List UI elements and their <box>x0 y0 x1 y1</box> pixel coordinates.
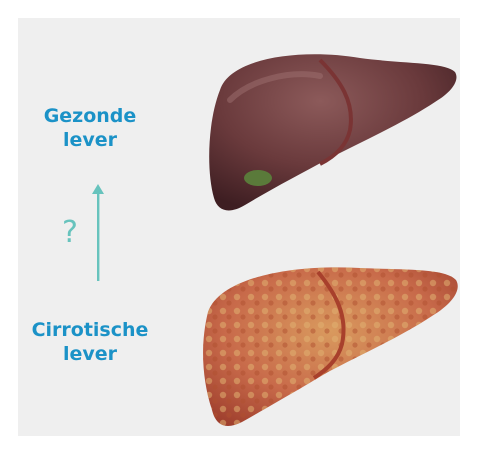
question-mark: ? <box>62 216 78 250</box>
healthy-label-line2: lever <box>20 128 160 152</box>
arrow-up-icon <box>88 182 108 282</box>
healthy-liver-label: Gezonde lever <box>20 104 160 152</box>
cirrhotic-label-line2: lever <box>20 342 160 366</box>
cirrhotic-liver-icon <box>190 250 460 432</box>
cirrhotic-label-line1: Cirrotische <box>20 318 160 342</box>
healthy-label-line1: Gezonde <box>20 104 160 128</box>
cirrhotic-liver-label: Cirrotische lever <box>20 318 160 366</box>
healthy-liver-icon <box>190 40 460 220</box>
